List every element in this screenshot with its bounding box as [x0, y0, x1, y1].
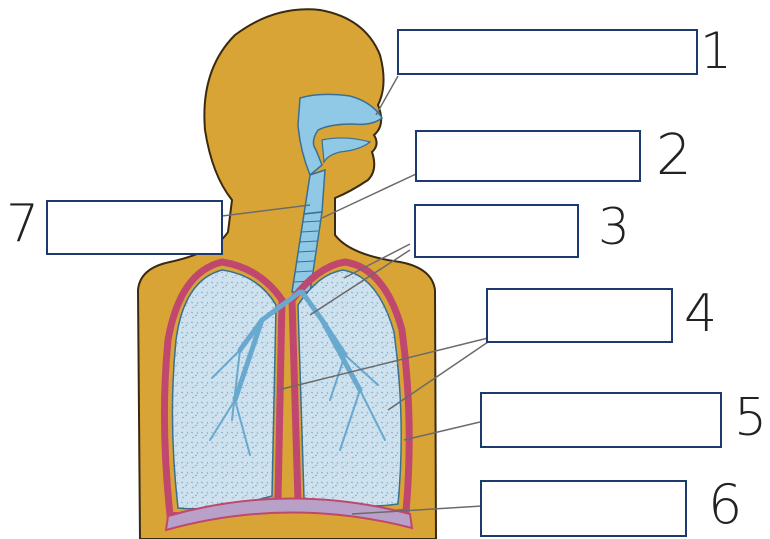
label-box-4[interactable] [486, 288, 673, 343]
label-number-5: 5 [734, 392, 767, 444]
label-number-3: 3 [598, 202, 630, 252]
label-box-5[interactable] [480, 392, 722, 448]
label-input-1[interactable] [399, 31, 696, 73]
label-box-3[interactable] [414, 204, 579, 258]
label-number-7: 7 [6, 198, 39, 250]
label-input-3[interactable] [416, 206, 577, 256]
label-number-1: 1 [700, 26, 732, 76]
label-input-2[interactable] [417, 132, 639, 180]
label-box-2[interactable] [415, 130, 641, 182]
label-input-7[interactable] [48, 202, 221, 253]
label-input-6[interactable] [482, 482, 685, 535]
label-number-2: 2 [656, 128, 692, 184]
lung-left [172, 270, 276, 509]
label-number-6: 6 [708, 478, 742, 532]
label-box-1[interactable] [397, 29, 698, 75]
label-box-6[interactable] [480, 480, 687, 537]
label-input-5[interactable] [482, 394, 720, 446]
label-box-7[interactable] [46, 200, 223, 255]
label-number-4: 4 [684, 288, 717, 340]
label-input-4[interactable] [488, 290, 671, 341]
